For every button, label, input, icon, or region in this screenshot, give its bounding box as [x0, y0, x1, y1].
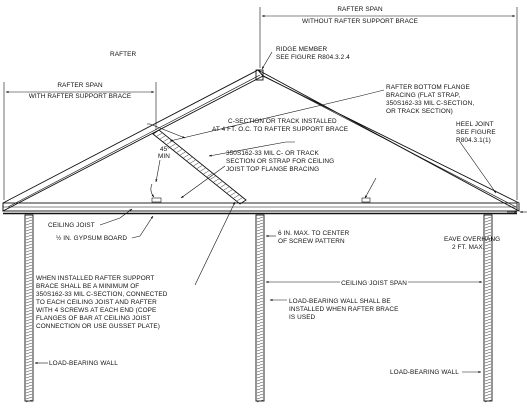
ceiling-joist-label: CEILING JOIST: [48, 222, 95, 229]
csection-label-2: AT 4 FT. O.C. TO RAFTER SUPPORT BRACE: [212, 126, 348, 133]
right-wall: [483, 214, 493, 403]
left-wall: [24, 214, 34, 403]
screw-pattern-label-2: OF SCREW PATTERN: [278, 238, 345, 245]
eave-label-2: 2 FT. MAX.: [452, 244, 485, 251]
brace-note-6: FLANGES OF BAR AT CEILING JOIST: [36, 315, 151, 322]
span-with-brace-sublabel: WITH RAFTER SUPPORT BRACE: [29, 93, 131, 100]
strap-label-2: SECTION OR STRAP FOR CEILING: [226, 158, 334, 165]
dim-span-without-brace: [259, 7, 518, 200]
span-with-brace-label: RAFTER SPAN: [57, 82, 103, 89]
labels: RAFTER SPAN WITHOUT RAFTER SUPPORT BRACE…: [29, 6, 500, 376]
rafter-support-brace: [152, 129, 247, 205]
top-flange-strap-mark-right: [361, 197, 371, 203]
bottom-flange-label-1: RAFTER BOTTOM FLANGE: [386, 84, 470, 91]
span-without-brace-sublabel: WITHOUT RAFTER SUPPORT BRACE: [302, 18, 418, 25]
angle-label: 45°: [160, 145, 170, 153]
load-bearing-wall-left-label: LOAD-BEARING WALL: [49, 360, 118, 367]
center-wall: [255, 214, 265, 403]
angle-min-label: MIN: [158, 153, 170, 160]
strap-label-1: 350S162-33 MIL C- OR TRACK: [226, 150, 319, 157]
ceiling-joist: [2, 202, 518, 215]
ridge-member-ref: SEE FIGURE R804.3.2.4: [276, 54, 350, 61]
heel-joint-label-1: HEEL JOINT: [456, 121, 494, 128]
dim-span-with-brace: [3, 82, 157, 200]
bottom-flange-label-2: BRACING (FLAT STRAP,: [386, 92, 460, 99]
joist-span-label: CEILING JOIST SPAN: [341, 280, 407, 287]
brace-note-7: CONNECTION OR USE GUSSET PLATE): [36, 323, 160, 330]
strap-label-3: JOIST TOP FLANGE BRACING: [226, 166, 319, 173]
leaders: [34, 51, 497, 374]
brace-note-5: WITH 4 SCREWS AT EACH END (COPE: [36, 307, 156, 314]
rafter-label: RAFTER: [110, 51, 136, 58]
lbw-note-3: IS USED: [289, 314, 316, 321]
gypsum-label: ½ IN. GYPSUM BOARD: [56, 234, 127, 242]
eave-label-1: EAVE OVERHANG: [444, 236, 500, 243]
brace-note-2: BRACE SHALL BE A MINIMUM OF: [36, 283, 139, 290]
bottom-flange-label-3: 350S162-33 MIL C-SECTION,: [386, 100, 474, 107]
top-flange-strap-mark: [151, 197, 162, 203]
right-rafter: [257, 69, 520, 212]
screw-pattern-label-1: 6 IN. MAX. TO CENTER: [278, 230, 350, 237]
lbw-note-2: INSTALLED WHEN RAFTER BRACE: [289, 306, 398, 313]
bottom-flange-label-4: OR TRACK SECTION): [386, 108, 453, 115]
lbw-note-1: LOAD-BEARING WALL SHALL BE: [289, 298, 391, 305]
load-bearing-wall-right-label: LOAD-BEARING WALL: [390, 369, 459, 376]
brace-note-4: TO EACH CEILING JOIST AND RAFTER: [36, 299, 157, 306]
brace-note-1: WHEN INSTALLED RAFTER SUPPORT: [36, 275, 154, 282]
ridge-member: [255, 69, 264, 81]
heel-joint-label-3: R804.3.1(1): [456, 137, 491, 144]
ridge-member-label: RIDGE MEMBER: [276, 46, 328, 53]
heel-joint-label-2: SEE FIGURE: [456, 129, 496, 136]
csection-label-1: C-SECTION OR TRACK INSTALLED: [228, 118, 337, 125]
span-without-brace-label: RAFTER SPAN: [337, 6, 383, 13]
brace-note-3: 350S162-33 MIL C-SECTION, CONNECTED: [36, 291, 168, 298]
